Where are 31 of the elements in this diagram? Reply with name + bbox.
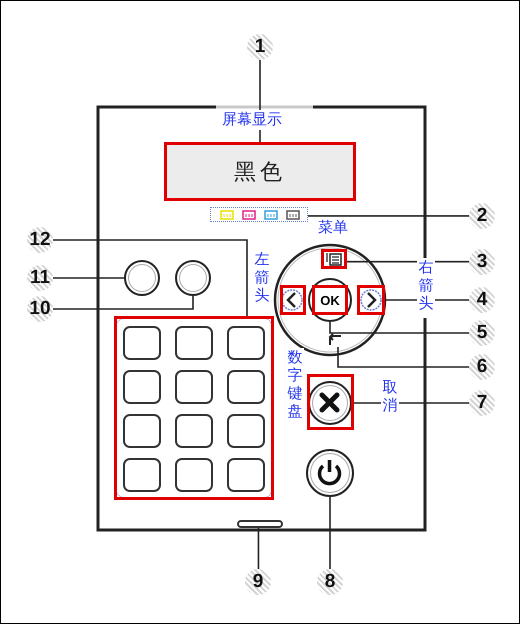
- callout-number: 2: [469, 203, 495, 229]
- display-screen: 黑色: [166, 144, 354, 199]
- leader-line: [337, 347, 469, 368]
- callout-number: 8: [317, 569, 343, 595]
- callout-number: 6: [469, 354, 495, 380]
- callout-number: 9: [245, 569, 271, 595]
- right-arrow-button: [357, 285, 385, 315]
- callout-number: 1: [247, 34, 273, 60]
- round-button: [124, 260, 160, 296]
- callout-number: 10: [27, 296, 53, 322]
- leader-line: [53, 296, 194, 310]
- status-light: [237, 520, 283, 528]
- power-button: [306, 449, 354, 497]
- callout-number: 4: [469, 287, 495, 313]
- leader-line: [308, 215, 469, 217]
- cancel-button: [308, 381, 352, 425]
- leader-line: [53, 277, 124, 279]
- menu-icon: [321, 249, 347, 269]
- leader-line: [258, 528, 260, 569]
- callout-number: 12: [27, 227, 53, 253]
- back-icon: [326, 333, 344, 347]
- callout-number: 3: [469, 249, 495, 275]
- toner-level-indicator: [210, 207, 308, 222]
- callout-number: 5: [469, 320, 495, 346]
- callout-number: 7: [469, 390, 495, 416]
- annotation-text: 右箭头: [417, 258, 435, 318]
- callout-number: 11: [27, 265, 53, 291]
- round-button: [175, 260, 211, 296]
- leader-line: [329, 322, 469, 334]
- leader-line: [53, 239, 248, 316]
- leader-line: [329, 497, 331, 569]
